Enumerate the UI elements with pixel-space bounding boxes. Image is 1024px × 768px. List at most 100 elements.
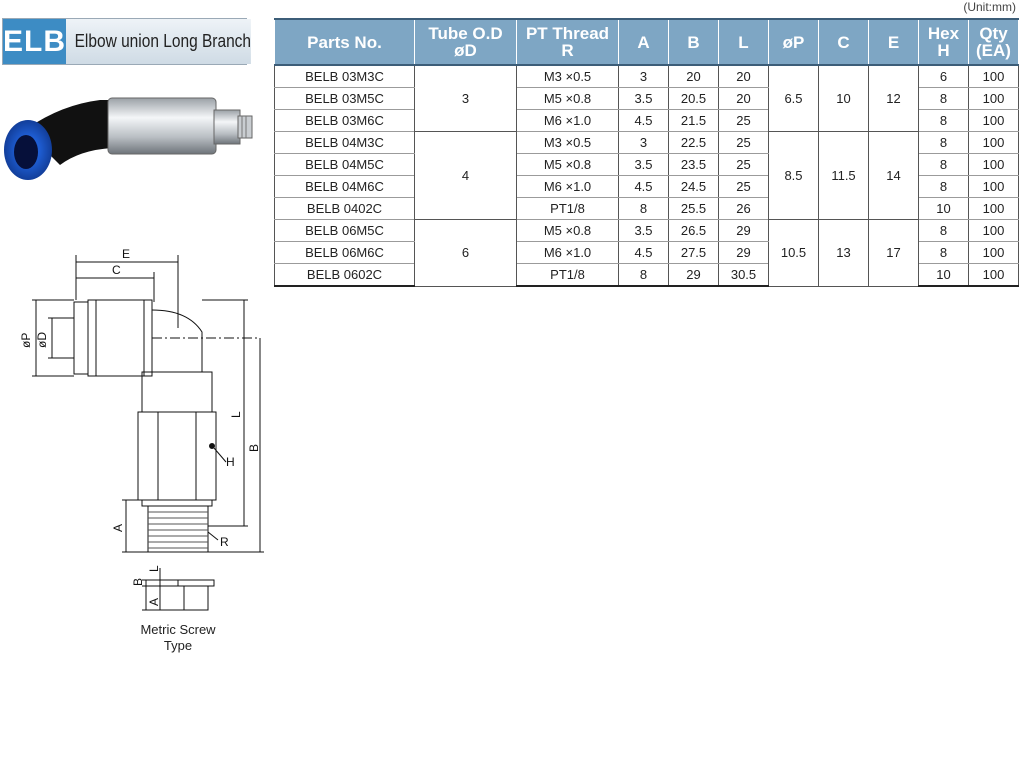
product-photo <box>4 97 253 180</box>
table-cell: 10 <box>818 65 869 132</box>
table-cell: 100 <box>968 263 1019 287</box>
dim-label-c: C <box>112 263 121 277</box>
drawing-caption: Metric Screw Type <box>118 622 238 654</box>
table-cell: 8 <box>918 219 969 242</box>
table-cell: 100 <box>968 87 1019 110</box>
table-cell: 6 <box>918 65 969 88</box>
table-cell: 25.5 <box>668 197 719 220</box>
table-cell: 20 <box>668 65 719 88</box>
column-header: øP <box>768 18 819 66</box>
dim-label-h: H <box>226 455 235 469</box>
table-cell: 10 <box>918 263 969 287</box>
table-cell: 6.5 <box>768 65 819 132</box>
table-cell: BELB 06M5C <box>274 219 415 242</box>
table-cell: BELB 04M5C <box>274 153 415 176</box>
table-cell: 8 <box>918 131 969 154</box>
table-cell: 4.5 <box>618 241 669 264</box>
dim-label-e: E <box>122 247 130 261</box>
column-header: E <box>868 18 919 66</box>
table-cell: 100 <box>968 153 1019 176</box>
table-cell: 100 <box>968 109 1019 132</box>
table-cell: M6 ×1.0 <box>516 241 619 264</box>
table-cell: 25 <box>718 175 769 198</box>
table-cell: 26.5 <box>668 219 719 242</box>
table-cell: PT1/8 <box>516 197 619 220</box>
table-cell: 8 <box>918 87 969 110</box>
table-cell: 100 <box>968 197 1019 220</box>
dim-label-l2: L <box>147 565 161 572</box>
table-cell: 13 <box>818 219 869 287</box>
table-cell: BELB 0402C <box>274 197 415 220</box>
dim-label-a2: A <box>147 598 161 606</box>
table-cell: 30.5 <box>718 263 769 287</box>
dim-label-l: L <box>229 411 243 418</box>
table-cell: 8.5 <box>768 131 819 220</box>
table-cell: BELB 04M3C <box>274 131 415 154</box>
table-cell: 100 <box>968 241 1019 264</box>
table-cell: 11.5 <box>818 131 869 220</box>
table-cell: M6 ×1.0 <box>516 175 619 198</box>
product-title: Elbow union Long Branch <box>66 19 251 64</box>
table-cell: BELB 03M5C <box>274 87 415 110</box>
dim-label-b2: B <box>131 578 145 586</box>
table-cell: 12 <box>868 65 919 132</box>
table-cell: 23.5 <box>668 153 719 176</box>
table-cell: 4.5 <box>618 175 669 198</box>
table-cell: 100 <box>968 175 1019 198</box>
table-cell: 100 <box>968 131 1019 154</box>
table-cell: BELB 03M3C <box>274 65 415 88</box>
table-cell: 17 <box>868 219 919 287</box>
table-cell: 8 <box>918 241 969 264</box>
column-header: A <box>618 18 669 66</box>
table-cell: 6 <box>414 219 517 287</box>
table-cell: 3 <box>618 131 669 154</box>
product-badge: ELB Elbow union Long Branch <box>2 18 251 65</box>
table-cell: 3.5 <box>618 87 669 110</box>
caption-line-2: Type <box>163 638 193 653</box>
table-cell: BELB 03M6C <box>274 109 415 132</box>
table-cell: 21.5 <box>668 109 719 132</box>
table-cell: 29 <box>668 263 719 287</box>
table-cell: 27.5 <box>668 241 719 264</box>
table-cell: 8 <box>618 197 669 220</box>
table-cell: 24.5 <box>668 175 719 198</box>
dimension-drawing: E C øP øD L B H A R B L A <box>19 247 264 611</box>
table-cell: 8 <box>918 153 969 176</box>
table-cell: 8 <box>918 175 969 198</box>
table-cell: M3 ×0.5 <box>516 65 619 88</box>
table-cell: 20 <box>718 65 769 88</box>
dim-label-p: øP <box>19 333 33 348</box>
table-cell: 10 <box>918 197 969 220</box>
dim-label-b: B <box>247 444 261 452</box>
table-cell: 3 <box>618 65 669 88</box>
table-cell: PT1/8 <box>516 263 619 287</box>
table-cell: 25 <box>718 153 769 176</box>
table-cell: M5 ×0.8 <box>516 87 619 110</box>
column-header: Parts No. <box>274 18 415 66</box>
table-cell: 20 <box>718 87 769 110</box>
table-cell: BELB 06M6C <box>274 241 415 264</box>
caption-line-1: Metric Screw <box>140 622 216 637</box>
table-cell: 100 <box>968 219 1019 242</box>
table-cell: 8 <box>918 109 969 132</box>
table-cell: 3.5 <box>618 153 669 176</box>
table-cell: 100 <box>968 65 1019 88</box>
table-cell: 29 <box>718 241 769 264</box>
product-code: ELB <box>3 19 66 64</box>
column-header: L <box>718 18 769 66</box>
column-header: C <box>818 18 869 66</box>
table-cell: M3 ×0.5 <box>516 131 619 154</box>
table-cell: 8 <box>618 263 669 287</box>
